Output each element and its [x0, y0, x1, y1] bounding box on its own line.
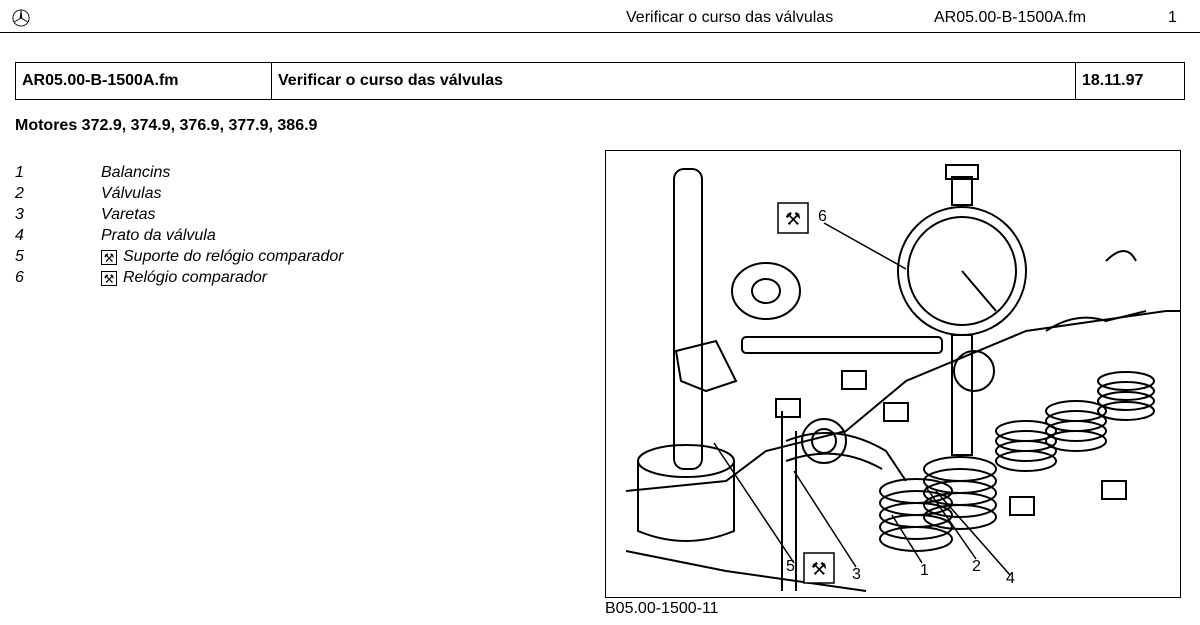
callout-4: 4: [1006, 570, 1015, 587]
legend-number: 2: [15, 185, 24, 202]
callout-1: 1: [920, 562, 929, 579]
motors-heading: Motores 372.9, 374.9, 376.9, 377.9, 386.…: [15, 117, 318, 134]
wrench-tool-icon: [777, 202, 809, 234]
legend-label: Varetas: [101, 206, 156, 223]
wrench-tool-icon: [803, 552, 835, 584]
engine-line-drawing: ⚒ ⚒ 6 5 3 1 2 4: [625, 164, 1180, 592]
legend-label: Relógio comparador: [123, 269, 268, 286]
legend-number: 5: [15, 248, 24, 265]
header-rule: [0, 32, 1200, 33]
legend-label: Válvulas: [101, 185, 162, 202]
header-doc-id: AR05.00-B-1500A.fm: [934, 9, 1087, 26]
document-info-table: AR05.00-B-1500A.fm Verificar o curso das…: [15, 62, 1185, 100]
tool-callout-6: ⚒: [777, 202, 809, 234]
svg-text:⚒: ⚒: [785, 209, 801, 230]
wrench-tool-icon: ⚒: [101, 271, 117, 286]
legend-entry: ⚒ Relógio comparador: [101, 267, 267, 288]
legend-label: Suporte do relógio comparador: [123, 248, 344, 265]
callout-3: 3: [852, 566, 861, 583]
tool-callout-5: ⚒: [803, 552, 835, 584]
legend-label: Balancins: [101, 164, 171, 181]
legend-label: Prato da válvula: [101, 227, 216, 244]
legend-number: 6: [15, 269, 24, 286]
svg-text:⚒: ⚒: [811, 559, 827, 580]
legend-entry: ⚒ Suporte do relógio comparador: [101, 246, 344, 267]
legend-number: 4: [15, 227, 24, 244]
page-number: 1: [1168, 9, 1177, 26]
figure-caption: B05.00-1500-11: [605, 600, 719, 617]
mercedes-star-logo: [12, 9, 30, 27]
legend-number: 3: [15, 206, 24, 223]
doc-id-cell: AR05.00-B-1500A.fm: [15, 62, 272, 100]
callout-6: 6: [818, 208, 827, 225]
header-title: Verificar o curso das válvulas: [626, 9, 834, 26]
title-cell: Verificar o curso das válvulas: [271, 62, 1076, 100]
valve-stroke-illustration: ⚒ ⚒ 6 5 3 1 2 4: [605, 150, 1181, 598]
date-cell: 18.11.97: [1075, 62, 1185, 100]
page-header: Verificar o curso das válvulas AR05.00-B…: [0, 0, 1200, 34]
callout-5: 5: [786, 558, 795, 575]
wrench-tool-icon: ⚒: [101, 250, 117, 265]
legend-number: 1: [15, 164, 24, 181]
callout-2: 2: [972, 558, 981, 575]
